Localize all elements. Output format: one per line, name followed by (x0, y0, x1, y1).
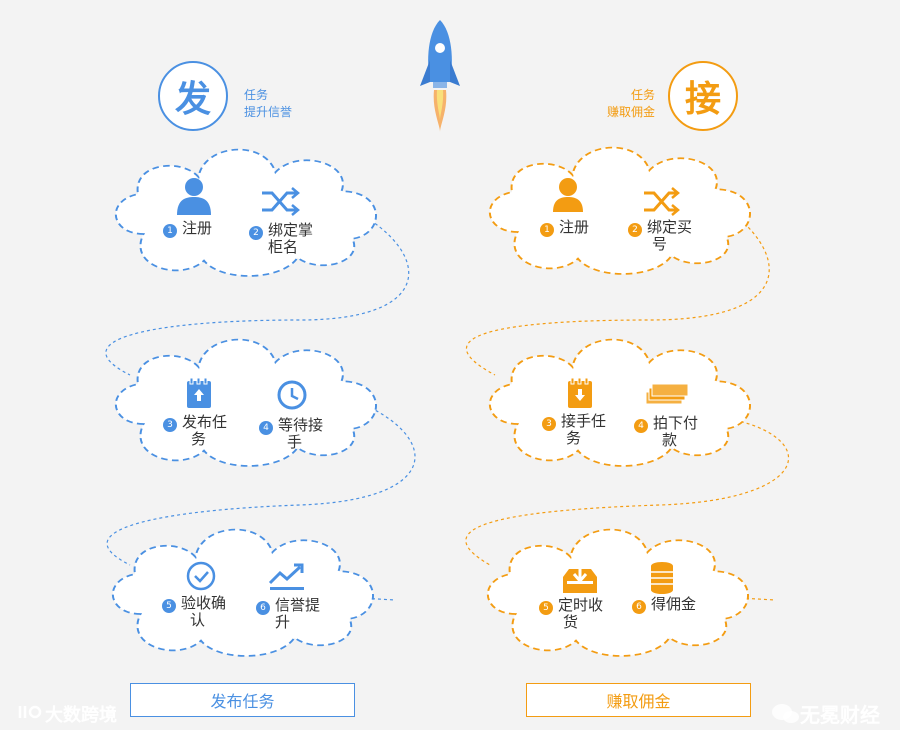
publish-badge: 发 (158, 61, 228, 131)
step-label-cont: 号 (647, 236, 692, 253)
step-label: 绑定掌 (268, 222, 313, 239)
accept-tagline-line2: 赚取佣金 (597, 104, 655, 121)
step-label: 注册 (559, 219, 589, 236)
step-label: 注册 (182, 220, 212, 237)
step-number: 1 (163, 224, 177, 238)
step-label-cont: 认 (181, 612, 226, 629)
step-label-cont: 务 (182, 431, 227, 448)
step-label-cont: 货 (558, 614, 603, 631)
step-number: 2 (249, 226, 263, 240)
coin-stack-icon (651, 562, 673, 594)
publish-tagline: 任务 提升信誉 (244, 87, 292, 121)
step-label: 发布任 (182, 414, 227, 431)
step-label-cont: 手 (278, 434, 323, 451)
accept-step-6: 6 得佣金 (632, 596, 696, 614)
money-bills-icon (646, 384, 688, 404)
wechat-icon (772, 704, 799, 723)
watermark-logo-icon (20, 706, 40, 718)
watermark-right: 无冕财经 (800, 699, 880, 728)
earn-commission-button[interactable]: 赚取佣金 (526, 683, 751, 717)
cloud-accept-1 (490, 148, 750, 274)
step-number: 5 (539, 601, 553, 615)
step-number: 5 (162, 599, 176, 613)
notepad-upload-icon (187, 378, 211, 408)
step-label: 信誉提 (275, 597, 320, 614)
accept-step-2: 2 绑定买号 (628, 219, 692, 253)
step-label-cont: 款 (653, 432, 698, 449)
watermark-left: 大数跨境 (45, 701, 117, 727)
cloud-accept-2 (490, 340, 750, 466)
publish-step-5: 5 验收确认 (162, 595, 226, 629)
step-label: 定时收 (558, 597, 603, 614)
step-number: 6 (256, 601, 270, 615)
accept-tagline: 任务 赚取佣金 (597, 87, 655, 121)
step-number: 4 (259, 421, 273, 435)
accept-tagline-line1: 任务 (597, 87, 655, 104)
publish-step-3: 3 发布任务 (163, 414, 227, 448)
cloud-publish-3 (113, 530, 373, 656)
step-number: 1 (540, 223, 554, 237)
accept-step-5: 5 定时收货 (539, 597, 603, 631)
step-number: 3 (163, 418, 177, 432)
step-label: 接手任 (561, 413, 606, 430)
cloud-accept-3 (488, 530, 748, 656)
accept-badge: 接 (668, 61, 738, 131)
accept-step-4: 4 拍下付款 (634, 415, 698, 449)
publish-step-1: 1 注册 (163, 220, 212, 238)
notepad-download-icon (568, 378, 592, 408)
cloud-publish-1 (116, 150, 376, 276)
publish-tagline-line1: 任务 (244, 87, 292, 104)
step-number: 6 (632, 600, 646, 614)
rocket-icon (420, 20, 460, 132)
cloud-publish-2 (116, 340, 376, 466)
step-label: 拍下付 (653, 415, 698, 432)
step-number: 4 (634, 419, 648, 433)
accept-step-1: 1 注册 (540, 219, 589, 237)
step-number: 3 (542, 417, 556, 431)
publish-step-2: 2 绑定掌柜名 (249, 222, 313, 256)
step-label-cont: 柜名 (268, 239, 313, 256)
step-label: 验收确 (181, 595, 226, 612)
publish-task-button[interactable]: 发布任务 (130, 683, 355, 717)
step-label: 得佣金 (651, 596, 696, 613)
publish-tagline-line2: 提升信誉 (244, 104, 292, 121)
step-label-cont: 务 (561, 430, 606, 447)
step-number: 2 (628, 223, 642, 237)
step-label: 绑定买 (647, 219, 692, 236)
accept-step-3: 3 接手任务 (542, 413, 606, 447)
publish-step-4: 4 等待接手 (259, 417, 323, 451)
publish-step-6: 6 信誉提升 (256, 597, 320, 631)
step-label-cont: 升 (275, 614, 320, 631)
step-label: 等待接 (278, 417, 323, 434)
